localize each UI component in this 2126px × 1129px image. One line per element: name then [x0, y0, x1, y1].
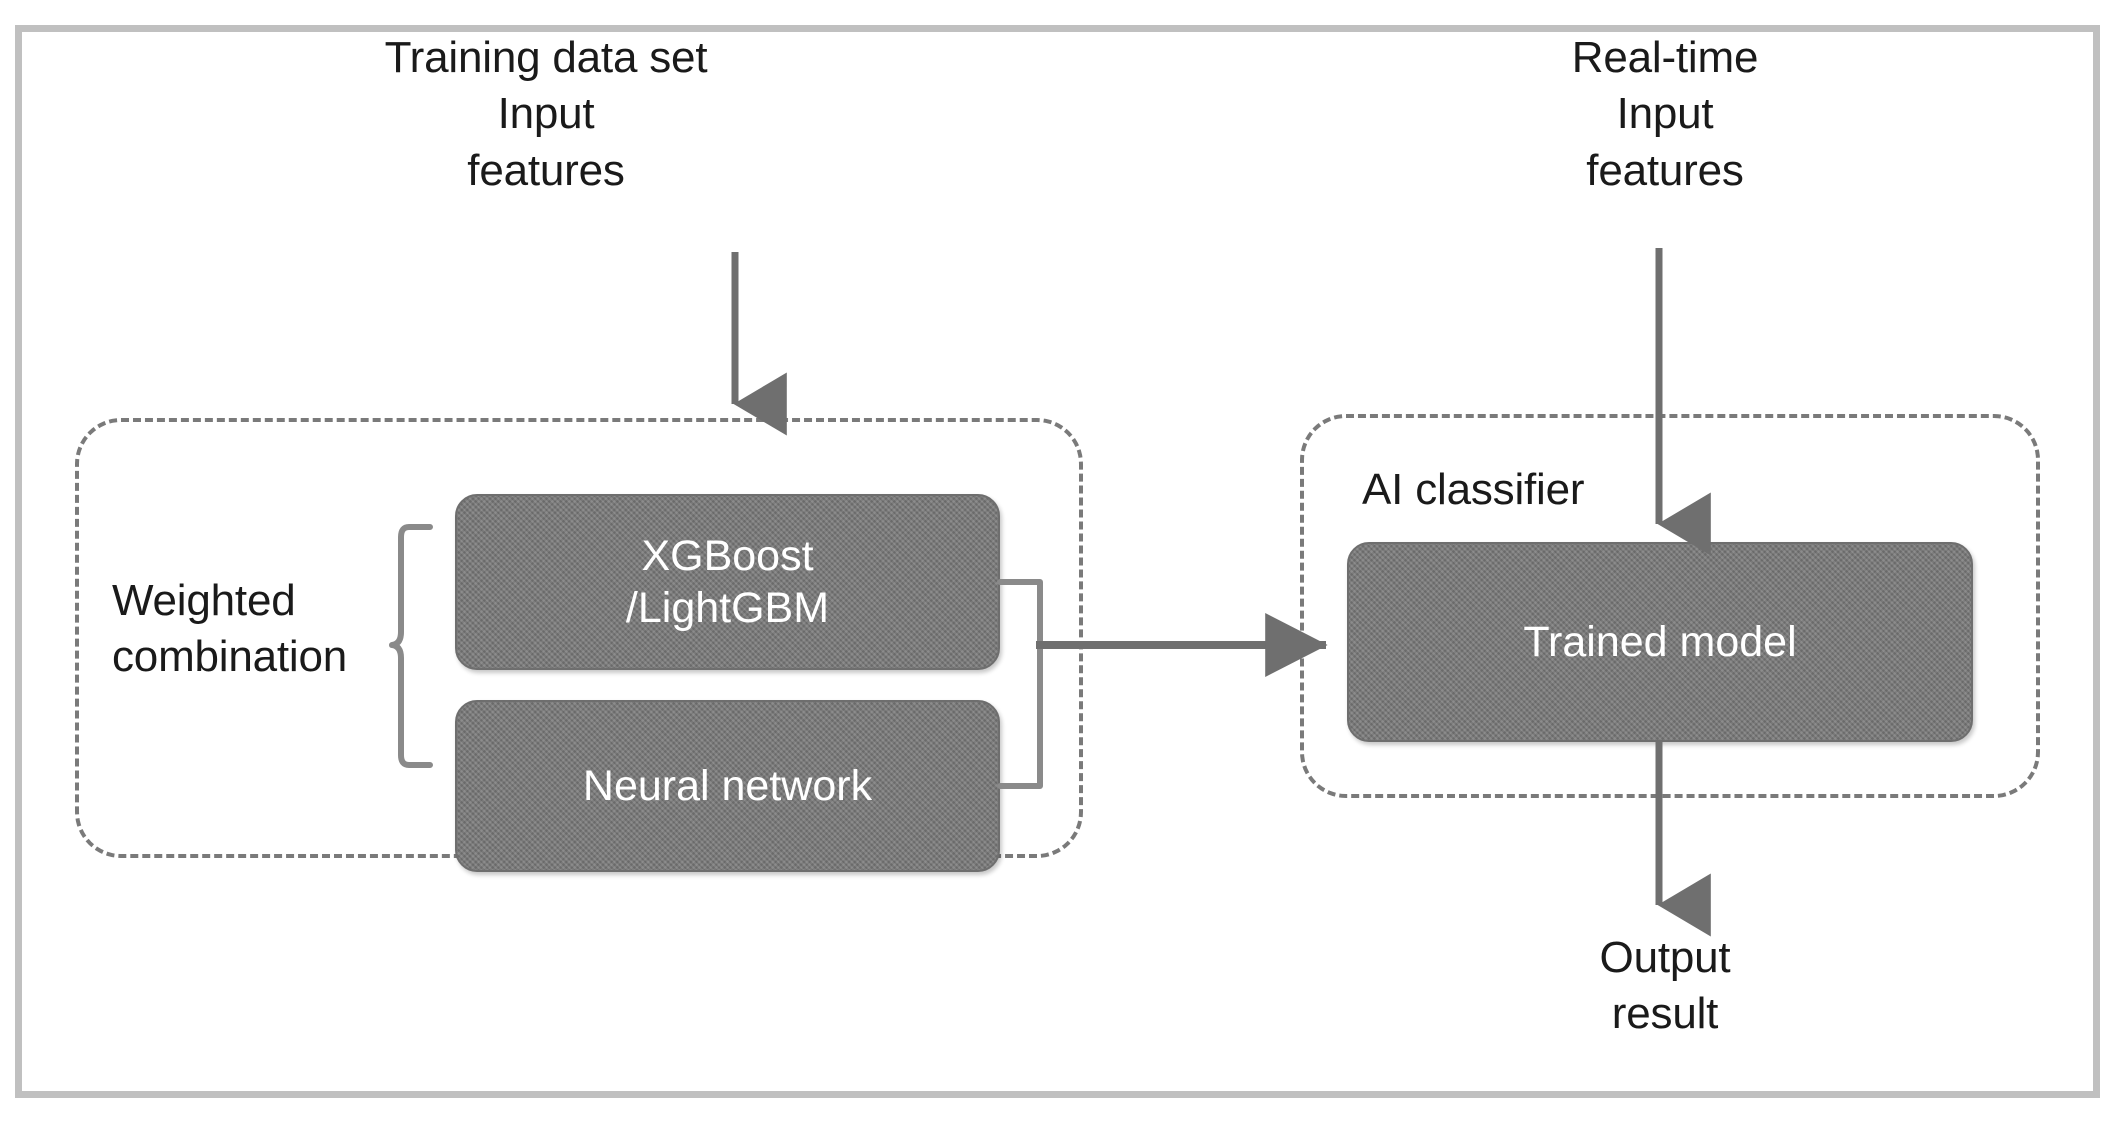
node-xgboost-lightgbm[interactable]: XGBoost /LightGBM — [455, 494, 1000, 670]
weighted-combination-label: Weighted combination — [112, 576, 348, 682]
training-input-label: Training data set Input features — [384, 33, 708, 195]
realtime-input-label: Real-time Input features — [1571, 33, 1759, 195]
ai-classifier-label: AI classifier — [1362, 465, 1585, 514]
node-trained-model[interactable]: Trained model — [1347, 542, 1973, 742]
node-neural-network[interactable]: Neural network — [455, 700, 1000, 872]
ai-classifier-group-container — [1300, 414, 2040, 798]
output-result-label: Output result — [1599, 933, 1731, 1039]
